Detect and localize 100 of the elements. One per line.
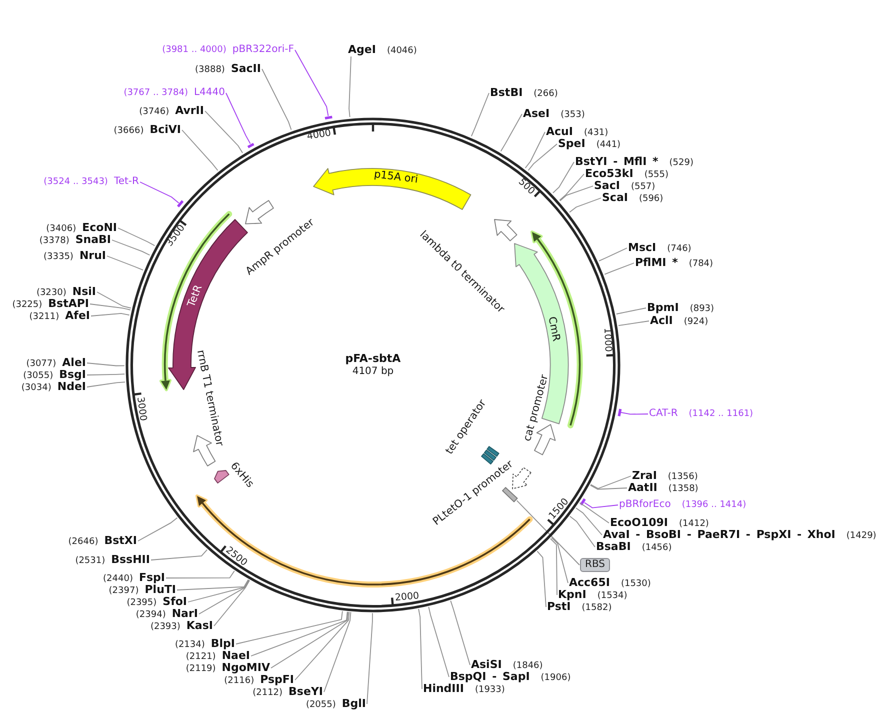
feature-tag: RBS	[580, 558, 610, 572]
leader-line	[182, 130, 218, 171]
leader-line	[214, 580, 250, 626]
leader-line	[226, 92, 251, 144]
primer-position: (3767 .. 3784)	[124, 87, 188, 99]
leader-line	[150, 549, 208, 560]
site-position: (893)	[690, 303, 714, 315]
leader-line	[106, 256, 144, 270]
primer-position: (3524 .. 3543)	[44, 176, 108, 188]
leader-line	[450, 600, 470, 666]
feature-label: rrnB T1 terminator	[194, 348, 226, 447]
leader-line	[516, 500, 580, 566]
enzyme-label: AvrII	[175, 105, 204, 117]
site-position: (431)	[584, 127, 608, 138]
enzyme-label: HindIII	[423, 683, 464, 695]
feature-label: cat promoter	[521, 374, 551, 443]
enzyme-label: ScaI	[602, 192, 628, 204]
enzyme-label: BspQI - SapI	[450, 671, 530, 683]
leader-line	[250, 611, 348, 656]
enzyme-label: SfoI	[162, 596, 187, 608]
site-position: (1358)	[668, 483, 698, 495]
site-position: (2112)	[252, 687, 283, 699]
leader-line	[620, 412, 648, 415]
leader-line	[270, 611, 349, 668]
tick-label: 500	[516, 176, 538, 197]
site-position: (1412)	[679, 518, 709, 530]
site-position: (1933)	[474, 684, 505, 696]
enzyme-label: NdeI	[57, 381, 86, 393]
site-position: (353)	[560, 109, 585, 121]
leader-line	[560, 186, 594, 202]
site-position: (1429)	[846, 530, 876, 542]
leader-line	[470, 92, 490, 137]
leader-line	[618, 320, 650, 326]
leader-line	[551, 537, 568, 584]
enzyme-label: Acc65I	[569, 577, 610, 589]
primer-mark	[322, 114, 334, 120]
site-position: (2116)	[224, 675, 254, 687]
feature-label: CmR	[545, 316, 562, 343]
leader-line	[604, 262, 634, 275]
leader-line	[90, 312, 130, 316]
primer-label: L4440	[194, 87, 225, 99]
primer-position: (1396 .. 1414)	[682, 499, 746, 511]
enzyme-label: BsgI	[59, 369, 86, 381]
leader-line	[348, 56, 352, 118]
enzyme-label: BlpI	[210, 638, 235, 650]
site-position: (1846)	[512, 660, 543, 672]
enzyme-label: MscI	[628, 242, 656, 254]
site-position: (2395)	[126, 597, 157, 609]
enzyme-label: PflMI *	[635, 257, 678, 269]
enzyme-label: SnaBI	[75, 234, 111, 246]
leader-line	[204, 110, 243, 154]
enzyme-label: KpnI	[558, 589, 586, 601]
leader-line	[96, 292, 132, 308]
enzyme-label: SacI	[594, 180, 620, 192]
primer-mark	[579, 496, 587, 507]
leader-line	[90, 304, 131, 310]
site-position: (3034)	[21, 382, 52, 394]
enzyme-label: FspI	[138, 572, 165, 584]
leader-line	[236, 610, 343, 644]
site-position: (1582)	[582, 602, 612, 614]
enzyme-label: PluTI	[144, 584, 176, 596]
enzyme-label: AvaI - BsoBI - PaeR7I - PspXI - XhoI	[603, 529, 836, 541]
site-position: (2055)	[306, 699, 336, 711]
leader-line	[294, 612, 350, 680]
primer-mark	[176, 199, 184, 209]
enzyme-label: NsiI	[72, 286, 96, 298]
site-position: (266)	[534, 88, 558, 100]
enzyme-label: NruI	[79, 250, 106, 262]
site-position: (784)	[688, 258, 714, 270]
leader-line	[550, 538, 558, 596]
site-position: (3378)	[39, 235, 70, 247]
primer-position: (1142 .. 1161)	[688, 408, 754, 420]
leader-line	[579, 502, 610, 524]
enzyme-label: PspFI	[260, 674, 294, 686]
site-position: (2393)	[150, 621, 180, 633]
leader-line	[262, 68, 292, 130]
primer-label: Tet-R	[114, 176, 139, 188]
leader-line	[559, 174, 584, 201]
enzyme-label: SacII	[230, 63, 261, 75]
enzyme-label: AatII	[628, 482, 658, 494]
site-position: (2397)	[108, 585, 139, 597]
site-position: (1456)	[642, 542, 672, 554]
site-position: (529)	[669, 157, 694, 169]
site-position: (2394)	[136, 609, 166, 621]
leader-line	[166, 570, 235, 578]
feature-label: p15A ori	[373, 168, 419, 186]
enzyme-label: BstAPI	[48, 298, 89, 310]
site-position: (924)	[684, 316, 708, 328]
tick-label: 1000	[601, 327, 614, 352]
enzyme-label: AleI	[62, 357, 86, 369]
leader-line	[500, 114, 522, 152]
leader-line	[569, 516, 596, 548]
site-position: (3335)	[44, 251, 74, 263]
site-position: (3211)	[29, 311, 60, 323]
primer-label: pBR322ori-F	[232, 44, 294, 56]
tick-label: 3000	[134, 396, 149, 422]
leader-line	[428, 606, 450, 678]
site-position: (2646)	[68, 536, 98, 548]
leader-line	[536, 550, 546, 608]
enzyme-label: AseI	[523, 108, 550, 120]
